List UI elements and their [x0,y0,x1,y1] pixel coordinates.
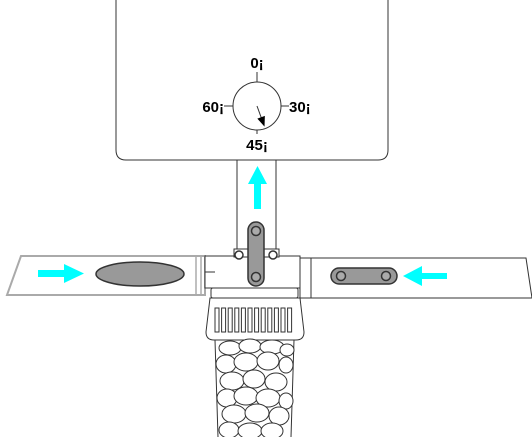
cap-ridge [247,307,253,333]
flow-arrow-left-icon [38,264,84,283]
cap-ridge [240,307,246,333]
pebble [242,369,266,389]
dial-pointer-shaft [256,105,262,119]
pebble [279,343,295,357]
right-pipe-coupling [299,257,312,299]
pebble [219,371,245,391]
dial-pointer-head [257,115,265,127]
dial: 0¡ 30¡ 60¡ 45¡ [202,55,310,154]
pebble [244,403,270,423]
dial-label-left: 60¡ [202,99,224,116]
valve-link-pin-bottom [250,271,262,283]
dial-pointer [256,105,265,127]
pebble [264,372,288,392]
cap-ridge [287,307,293,333]
dial-label-bottom: 45¡ [246,137,268,154]
cap-ridge [214,307,220,333]
cap-ridge [234,307,240,333]
filter-canister [214,339,295,437]
valve-side-pin-right [268,250,278,260]
cap-ridge [273,307,279,333]
dial-label-right: 30¡ [289,99,311,116]
pebble [238,338,262,354]
right-pipe-link-pin-right [380,270,392,282]
pebble [237,422,263,437]
pebble [233,386,259,406]
pebble [260,422,284,437]
flow-arrow-up-icon [248,166,267,209]
cap-ridge [280,307,286,333]
cap-ridge [260,307,266,333]
pebble [218,340,242,356]
flow-arrow-right-icon [403,266,447,286]
valve-link-bar [247,221,265,287]
pebble [221,404,247,424]
pebble [268,406,290,426]
housing-panel [115,0,389,161]
pebble [278,392,294,410]
valve-side-pin-left [234,250,244,260]
cap-ridge [267,307,273,333]
left-pipe-seal [95,261,185,287]
right-pipe-link-pin-left [335,270,347,282]
valve-base-collar [210,287,299,299]
pebble [278,356,294,374]
dial-label-top: 0¡ [250,55,263,72]
cap-ridge [221,307,227,333]
pebble [233,352,259,372]
filter-media-pebbles [215,338,295,437]
cap-ridge [254,307,260,333]
right-pipe-link-bar [330,267,398,285]
pebble [215,354,237,374]
valve-link-pin-top [250,225,262,237]
pebble [256,351,280,371]
pebble [218,421,240,437]
filter-cap-ridges [214,307,293,333]
cap-ridge [227,307,233,333]
